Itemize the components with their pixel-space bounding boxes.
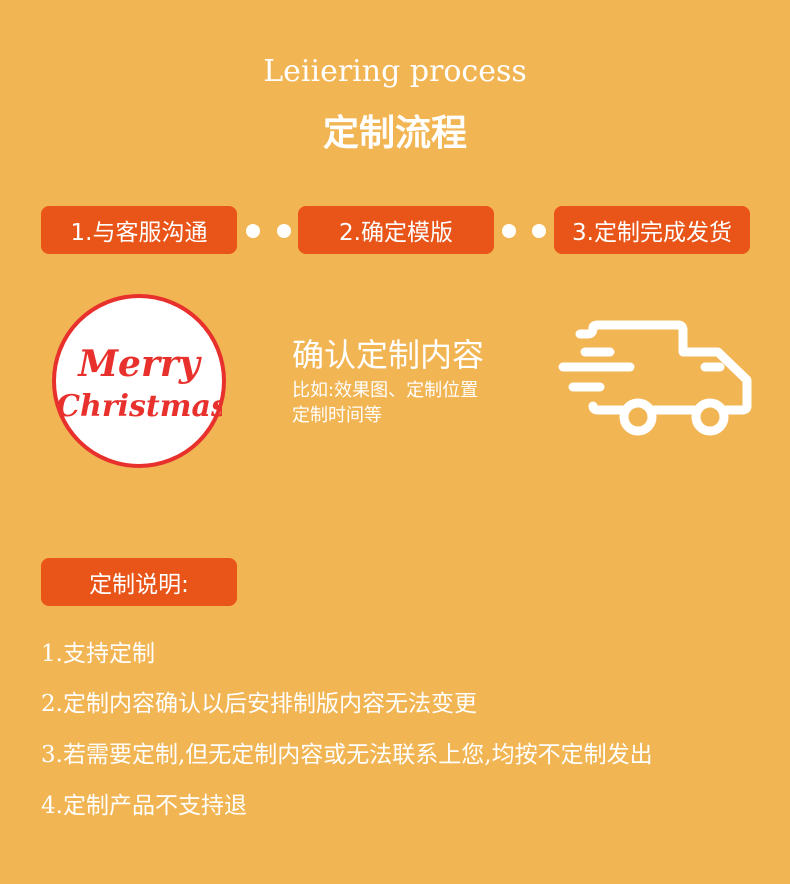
note-item: 3.若需要定制,但无定制内容或无法联系上您,均按不定制发出	[41, 742, 653, 768]
dot-icon	[277, 224, 291, 238]
note-item: 1.支持定制	[41, 641, 155, 667]
chinese-title: 定制流程	[322, 113, 467, 154]
content-sub-line: 比如:效果图、定制位置	[292, 380, 479, 401]
delivery-truck-icon	[558, 320, 752, 436]
step-2: 2.确定模版	[298, 206, 494, 254]
content-subtitle: 比如:效果图、定制位置 定制时间等	[292, 378, 478, 428]
content-sub-line: 定制时间等	[292, 405, 382, 426]
svg-text:Merry: Merry	[76, 343, 202, 385]
content-title: 确认定制内容	[292, 336, 485, 374]
note-item: 4.定制产品不支持退	[41, 793, 247, 819]
dot-icon	[532, 224, 546, 238]
merry-christmas-logo: Merry Christmas	[52, 294, 228, 468]
svg-text:Christmas: Christmas	[56, 389, 222, 424]
note-item: 2.定制内容确认以后安排制版内容无法变更	[41, 691, 477, 717]
custom-notes-label: 定制说明:	[41, 558, 237, 606]
english-title: Leiiering process	[263, 54, 527, 89]
step-1: 1.与客服沟通	[41, 206, 237, 254]
dot-icon	[502, 224, 516, 238]
step-3: 3.定制完成发货	[554, 206, 750, 254]
dot-icon	[246, 224, 260, 238]
